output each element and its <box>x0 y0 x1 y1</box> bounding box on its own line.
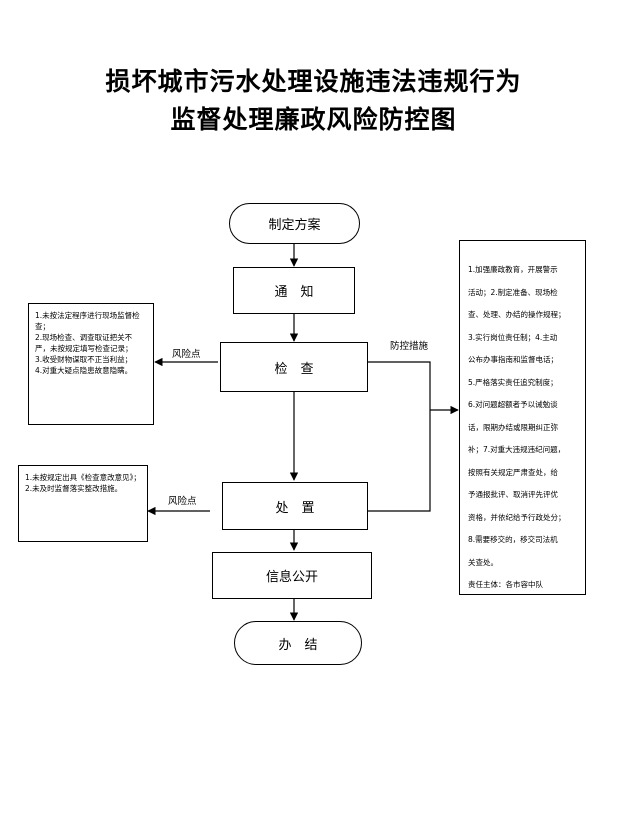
control-line: 查、处理、办结的操作规程； <box>468 310 566 319</box>
risk-point-label-2: 风险点 <box>168 496 197 507</box>
control-line: 6.对问题超额者予以诫勉谈 <box>468 400 558 409</box>
risk-handle-item: 2.未及时监督落实整改措施。 <box>25 484 123 493</box>
risk-handle-box: 1.未按规定出具《检查意改意见》； 2.未及时监督落实整改措施。 <box>18 465 148 542</box>
risk-inspect-box: 1.未按法定程序进行现场监督检查； 2.现场检查、调查取证把关不严，未按规定填写… <box>28 303 154 425</box>
node-handle: 处 置 <box>222 482 368 530</box>
responsible-party: 责任主体：各市容中队 <box>468 580 543 589</box>
control-line: 予通报批评、取消评先评优 <box>468 490 558 499</box>
control-bracket <box>368 361 431 512</box>
control-line: 1.加强廉政教育，开展警示 <box>468 265 558 274</box>
control-line: 按照有关规定严肃查处，给 <box>468 467 558 477</box>
control-line: 补；7.对重大违规违纪问题， <box>468 445 566 454</box>
title-line-1: 损坏城市污水处理设施违法违规行为 <box>105 67 522 96</box>
risk-point-label-1: 风险点 <box>172 349 201 360</box>
risk-inspect-item: 1.未按法定程序进行现场监督检查； <box>35 311 140 331</box>
risk-inspect-item: 2.现场检查、调查取证把关不严，未按规定填写检查记录； <box>35 333 133 353</box>
title-line-2: 监督处理廉政风险防控图 <box>170 105 457 134</box>
risk-handle-item: 1.未按规定出具《检查意改意见》； <box>25 473 141 482</box>
node-start: 制定方案 <box>229 203 360 244</box>
control-line: 5.严格落实责任追究制度； <box>468 377 558 387</box>
risk-inspect-item: 4.对重大疑点隐患故意隐瞒。 <box>35 366 133 375</box>
control-line: 活动；2.制定准备、现场检 <box>468 287 558 297</box>
control-line: 资格，并依纪给予行政处分； <box>468 512 566 522</box>
control-measures-label: 防控措施 <box>390 341 429 352</box>
node-inspect: 检 查 <box>220 342 368 392</box>
control-measures-box: 1.加强廉政教育，开展警示 活动；2.制定准备、现场检 查、处理、办结的操作规程… <box>459 240 586 595</box>
control-line: 关查处。 <box>468 557 498 567</box>
control-line: 8.需要移交的，移交司法机 <box>468 535 558 544</box>
control-line: 3.实行岗位责任制；4.主动 <box>468 332 558 342</box>
node-publicity: 信息公开 <box>212 552 372 599</box>
control-line: 公布办事指南和监督电话； <box>468 355 558 364</box>
risk-inspect-item: 3.收受财物谋取不正当利益； <box>35 355 133 364</box>
control-line: 话，限期办结或限期纠正弥 <box>468 422 558 432</box>
node-notify: 通 知 <box>233 267 355 314</box>
node-end: 办 结 <box>234 621 362 665</box>
